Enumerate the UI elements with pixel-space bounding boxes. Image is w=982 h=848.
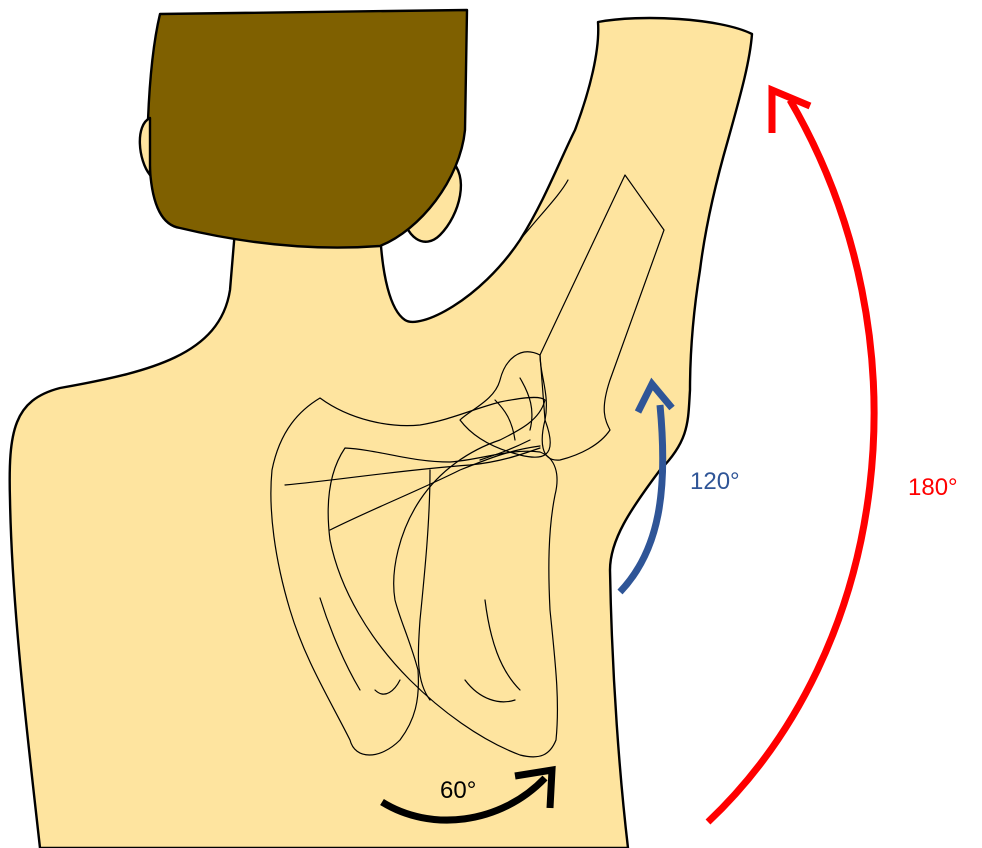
total-angle-label: 180° <box>908 474 958 501</box>
total-elevation-arrow <box>708 90 874 822</box>
humerus-angle-label: 120° <box>690 468 740 495</box>
left-ear-edge <box>140 118 150 175</box>
hair <box>148 10 467 248</box>
scapula-angle-label: 60° <box>440 777 476 804</box>
